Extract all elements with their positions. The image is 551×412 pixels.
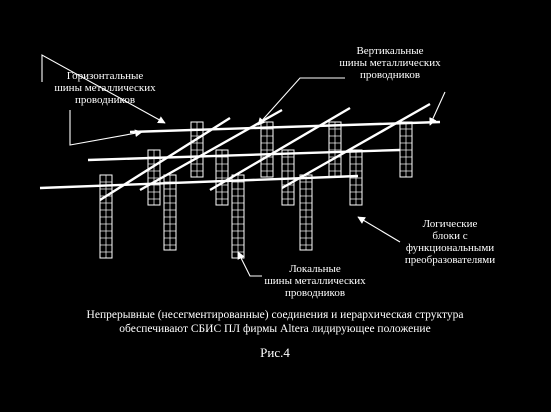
logic-block-pointer — [357, 216, 401, 243]
figure-number: Рис.4 — [260, 345, 290, 360]
horizontal-bus — [129, 120, 441, 134]
vertical-bus-pointer — [257, 77, 345, 126]
logic-block-columns — [99, 121, 413, 259]
pointer-arrows — [41, 54, 446, 277]
figure-caption: Непрерывные (несегментированные) соедине… — [86, 309, 464, 335]
vertical-bus — [281, 102, 431, 190]
local-buses-label: Локальные шины металлических проводников — [264, 263, 366, 299]
logic-blocks-label: Логические блоки с функциональными преоб… — [404, 218, 496, 266]
vertical-buses-label: Вертикальные шины металлических проводни… — [339, 45, 441, 81]
local-bus-pointer — [237, 251, 262, 277]
logic-block — [163, 174, 177, 251]
horizontal-bus-lower-pointer — [69, 110, 143, 146]
logic-block — [399, 121, 413, 178]
logic-block — [299, 174, 313, 251]
vertical-bus-pointer-2 — [429, 91, 446, 126]
logic-block — [99, 174, 113, 259]
vertical-bus — [209, 106, 351, 192]
horizontal-bus-pointer — [41, 54, 166, 124]
logic-block — [215, 149, 229, 206]
vertical-bus — [99, 116, 231, 202]
logic-block — [349, 149, 363, 206]
logic-block — [328, 121, 342, 178]
logic-block — [260, 121, 274, 178]
horizontal-buses-label: Горизонтальные шины металлических провод… — [54, 70, 156, 106]
horizontal-bus — [39, 174, 359, 190]
logic-block — [231, 174, 245, 259]
